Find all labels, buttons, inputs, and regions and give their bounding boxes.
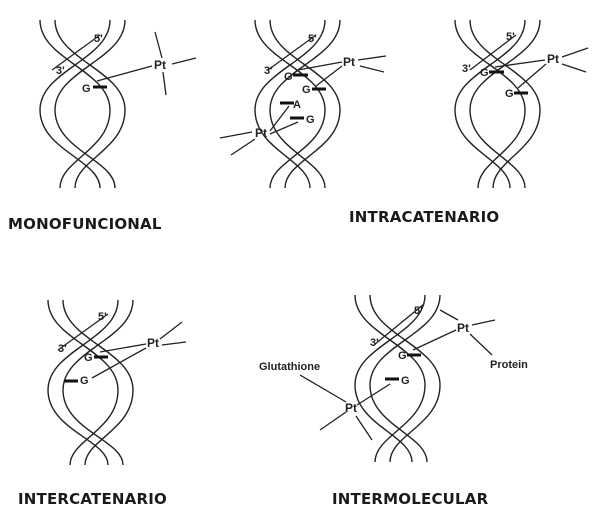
guanine-label: G [505,88,514,100]
guanine-label: G [306,114,315,126]
ligand-line [231,139,255,155]
guanine-label: G [284,71,293,83]
platinum-label: Pt [457,321,469,335]
pt-protein-bond [470,334,492,355]
guanine-label: G [80,375,89,387]
helix-intracatenario-2 [455,20,540,188]
ligand-line [358,56,386,60]
platinum-label: Pt [154,58,166,72]
three-prime-label: 3' [58,343,67,355]
helix-intercatenario [48,300,133,465]
caption-intracatenario: INTRACATENARIO [349,208,499,226]
three-prime-label: 3' [462,63,471,75]
ligand-line [320,412,346,430]
pt-g-bond [518,64,546,88]
platinum-label: Pt [343,55,355,69]
five-prime-label: 5' [308,33,317,45]
ligand-line [562,64,586,72]
ligand-line [172,58,196,64]
five-prime-label: 5' [506,31,515,43]
platinum-label: Pt [345,401,357,415]
guanine-label: G [84,352,93,364]
guanine-label: G [302,84,311,96]
pt-g-bond [413,330,456,350]
ligand-line [162,342,186,345]
pt-g-bond [100,344,146,352]
three-prime-label: 3' [56,65,65,77]
caption-monofuncional: MONOFUNCIONAL [8,215,162,233]
ligand-line [440,310,458,320]
guanine-label: G [480,67,489,79]
caption-intercatenario: INTERCATENARIO [18,490,167,508]
ligand-line [220,132,252,138]
five-prime-label: 5' [94,33,103,45]
ligand-line [155,32,162,58]
three-prime-label: 3' [264,65,273,77]
guanine-label: G [398,350,407,362]
ligand-line [562,48,588,57]
glutathione-label: Glutathione [259,361,320,373]
ligand-line [472,320,495,325]
caption-intermolecular: INTERMOLECULAR [332,490,488,508]
platinum-label: Pt [147,336,159,350]
pt-glutathione-bond [300,375,346,402]
five-prime-label: 5' [98,311,107,323]
ligand-line [356,416,372,440]
guanine-label: G [401,375,410,387]
five-prime-label: 5' [414,305,423,317]
protein-label: Protein [490,359,528,371]
ligand-line [163,72,166,95]
ligand-line [360,66,384,72]
pt-g-bond [97,66,152,81]
ligand-line [160,322,182,339]
guanine-label: G [82,83,91,95]
three-prime-label: 3' [370,337,379,349]
adenine-label: A [293,99,301,111]
platinum-label: Pt [255,126,267,140]
helix-monofuncional [40,20,125,188]
platinum-label: Pt [547,52,559,66]
